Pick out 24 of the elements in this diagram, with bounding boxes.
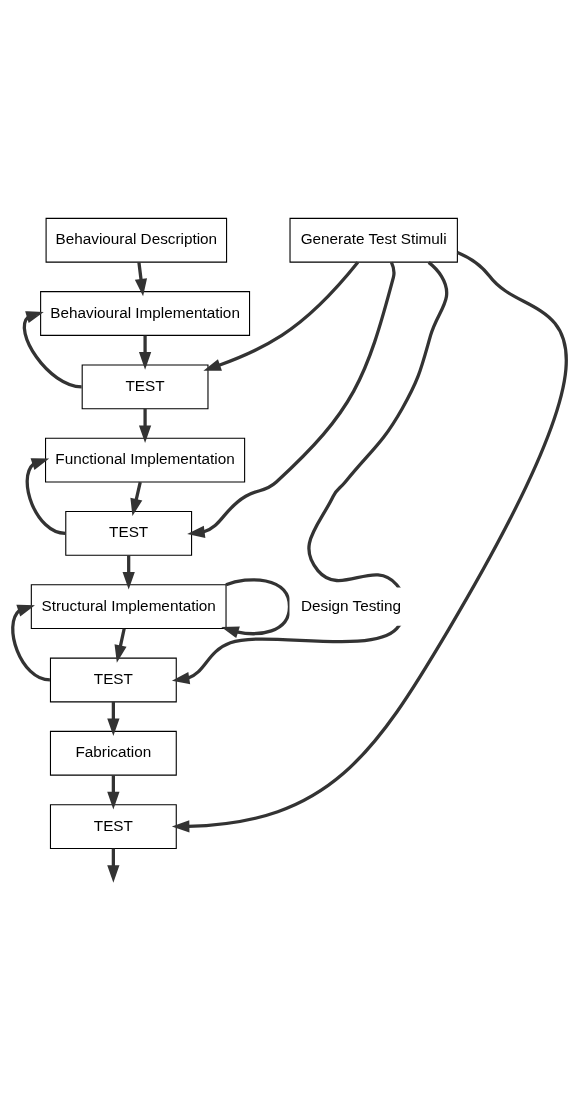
arrow	[25, 457, 66, 535]
node-box: TEST	[49, 657, 177, 702]
arrow	[138, 408, 152, 443]
node-box: Functional Implementation	[45, 437, 246, 483]
node-box: Generate Test Stimuli	[289, 217, 458, 263]
node-box: TEST	[81, 363, 209, 409]
arrow	[134, 261, 148, 296]
node-box: Fabrication	[49, 730, 177, 776]
arrow	[114, 627, 127, 663]
edge-label: Design Testing	[300, 596, 402, 614]
node-box: Behavioural Implementation	[40, 290, 251, 336]
node-box: Behavioural Description	[45, 217, 228, 263]
arrow	[11, 604, 51, 682]
arrow	[171, 260, 449, 684]
arrow	[130, 481, 143, 516]
node-box: Structural Implementation	[30, 583, 227, 629]
arrow	[107, 848, 120, 883]
arrow	[187, 261, 396, 538]
arrow	[22, 310, 82, 388]
arrow	[203, 260, 360, 371]
node-box: TEST	[49, 803, 177, 849]
arrow	[171, 250, 568, 833]
node-box: TEST	[65, 510, 193, 556]
arrow	[138, 335, 152, 370]
